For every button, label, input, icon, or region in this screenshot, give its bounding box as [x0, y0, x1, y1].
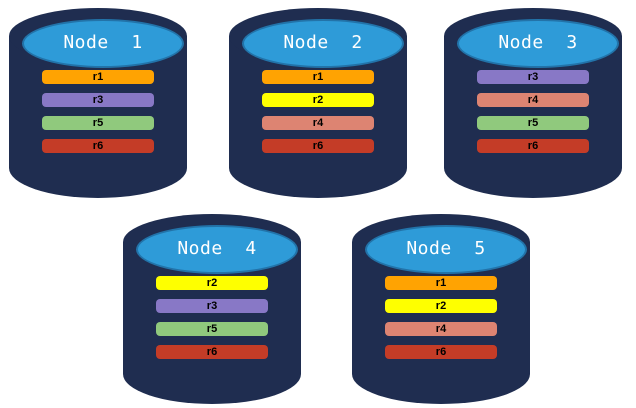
- replica-bar: r6: [262, 139, 374, 153]
- node-cylinder-5: Node 5 r1 r2 r4 r6: [352, 214, 530, 404]
- replica-bar: r5: [42, 116, 154, 130]
- node-title: Node 5: [406, 238, 486, 259]
- replica-list: r1 r3 r5 r6: [42, 70, 154, 153]
- replica-bar: r2: [156, 276, 268, 290]
- replica-bar: r4: [262, 116, 374, 130]
- replica-bar: r2: [385, 299, 497, 313]
- replica-bar: r4: [385, 322, 497, 336]
- replica-bar: r6: [156, 345, 268, 359]
- node-title: Node 1: [63, 32, 143, 53]
- replica-bar: r6: [385, 345, 497, 359]
- replica-list: r1 r2 r4 r6: [385, 276, 497, 359]
- node-cylinder-1: Node 1 r1 r3 r5 r6: [9, 8, 187, 198]
- replica-list: r1 r2 r4 r6: [262, 70, 374, 153]
- replica-bar: r6: [477, 139, 589, 153]
- node-cylinder-4: Node 4 r2 r3 r5 r6: [123, 214, 301, 404]
- cylinder-top-ellipse: [365, 225, 527, 274]
- replica-bar: r3: [156, 299, 268, 313]
- node-title: Node 3: [498, 32, 578, 53]
- replica-bar: r3: [477, 70, 589, 84]
- replica-bar: r5: [156, 322, 268, 336]
- replica-bar: r3: [42, 93, 154, 107]
- node-cylinder-3: Node 3 r3 r4 r5 r6: [444, 8, 622, 198]
- replica-bar: r1: [385, 276, 497, 290]
- cylinder-top-ellipse: [22, 19, 184, 68]
- node-cylinder-2: Node 2 r1 r2 r4 r6: [229, 8, 407, 198]
- replica-bar: r4: [477, 93, 589, 107]
- node-title: Node 4: [177, 238, 257, 259]
- cylinder-top-ellipse: [457, 19, 619, 68]
- replica-bar: r5: [477, 116, 589, 130]
- cylinder-top-ellipse: [242, 19, 404, 68]
- replica-bar: r6: [42, 139, 154, 153]
- replica-list: r2 r3 r5 r6: [156, 276, 268, 359]
- cylinder-top-ellipse: [136, 225, 298, 274]
- replica-bar: r2: [262, 93, 374, 107]
- replica-bar: r1: [262, 70, 374, 84]
- replica-list: r3 r4 r5 r6: [477, 70, 589, 153]
- replica-bar: r1: [42, 70, 154, 84]
- node-title: Node 2: [283, 32, 363, 53]
